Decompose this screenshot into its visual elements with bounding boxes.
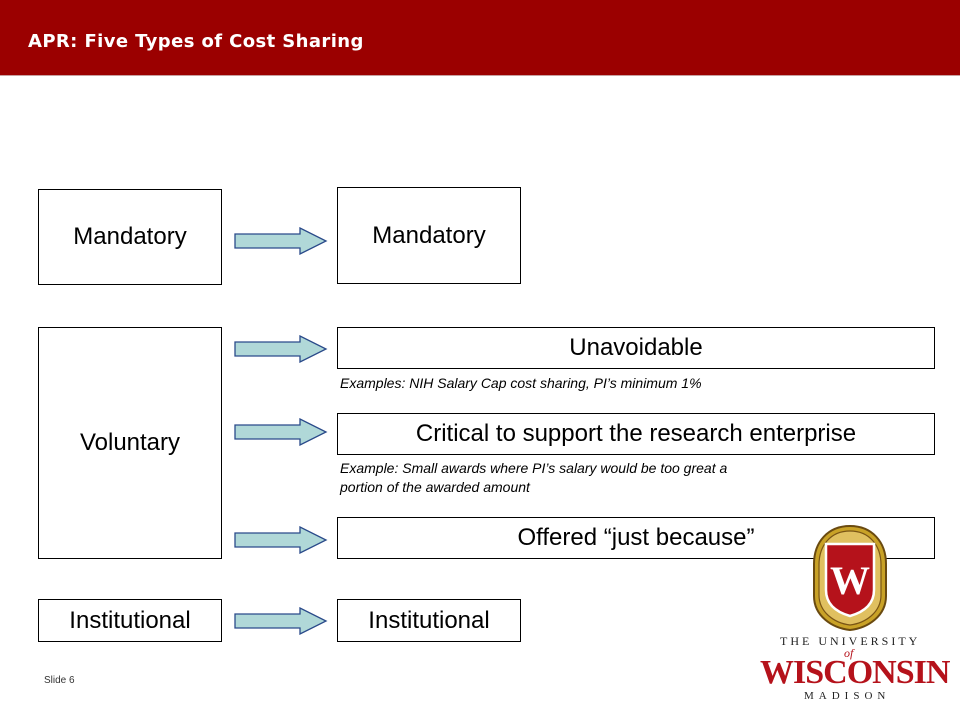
critical-example-line1: Example: Small awards where PI’s salary … bbox=[340, 460, 728, 476]
wordmark-the-university: THE UNIVERSITY bbox=[780, 634, 921, 648]
wordmark-wisconsin: WISCONSIN bbox=[760, 654, 950, 691]
unavoidable-example: Examples: NIH Salary Cap cost sharing, P… bbox=[340, 375, 702, 391]
left-mandatory-box: Mandatory bbox=[38, 189, 222, 285]
arrow-right-icon bbox=[234, 418, 328, 446]
header-bar: APR: Five Types of Cost Sharing bbox=[0, 0, 960, 76]
wordmark-madison: MADISON bbox=[804, 690, 891, 702]
left-institutional-box: Institutional bbox=[38, 599, 222, 642]
critical-box: Critical to support the research enterpr… bbox=[337, 413, 935, 455]
arrow-right-icon bbox=[234, 526, 328, 554]
right-institutional-box: Institutional bbox=[337, 599, 521, 642]
svg-text:W: W bbox=[830, 558, 870, 603]
critical-example-line2: portion of the awarded amount bbox=[340, 479, 530, 495]
arrow-right-icon bbox=[234, 227, 328, 255]
right-mandatory-box: Mandatory bbox=[337, 187, 521, 284]
uw-crest-icon: W bbox=[813, 524, 887, 632]
arrow-right-icon bbox=[234, 335, 328, 363]
page-title: APR: Five Types of Cost Sharing bbox=[28, 31, 364, 52]
wordmark-of: of bbox=[844, 646, 854, 660]
uw-wordmark: THE UNIVERSITY of WISCONSIN MADISON bbox=[758, 632, 950, 704]
slide-number: Slide 6 bbox=[44, 675, 75, 686]
unavoidable-box: Unavoidable bbox=[337, 327, 935, 369]
left-voluntary-box: Voluntary bbox=[38, 327, 222, 559]
arrow-right-icon bbox=[234, 607, 328, 635]
